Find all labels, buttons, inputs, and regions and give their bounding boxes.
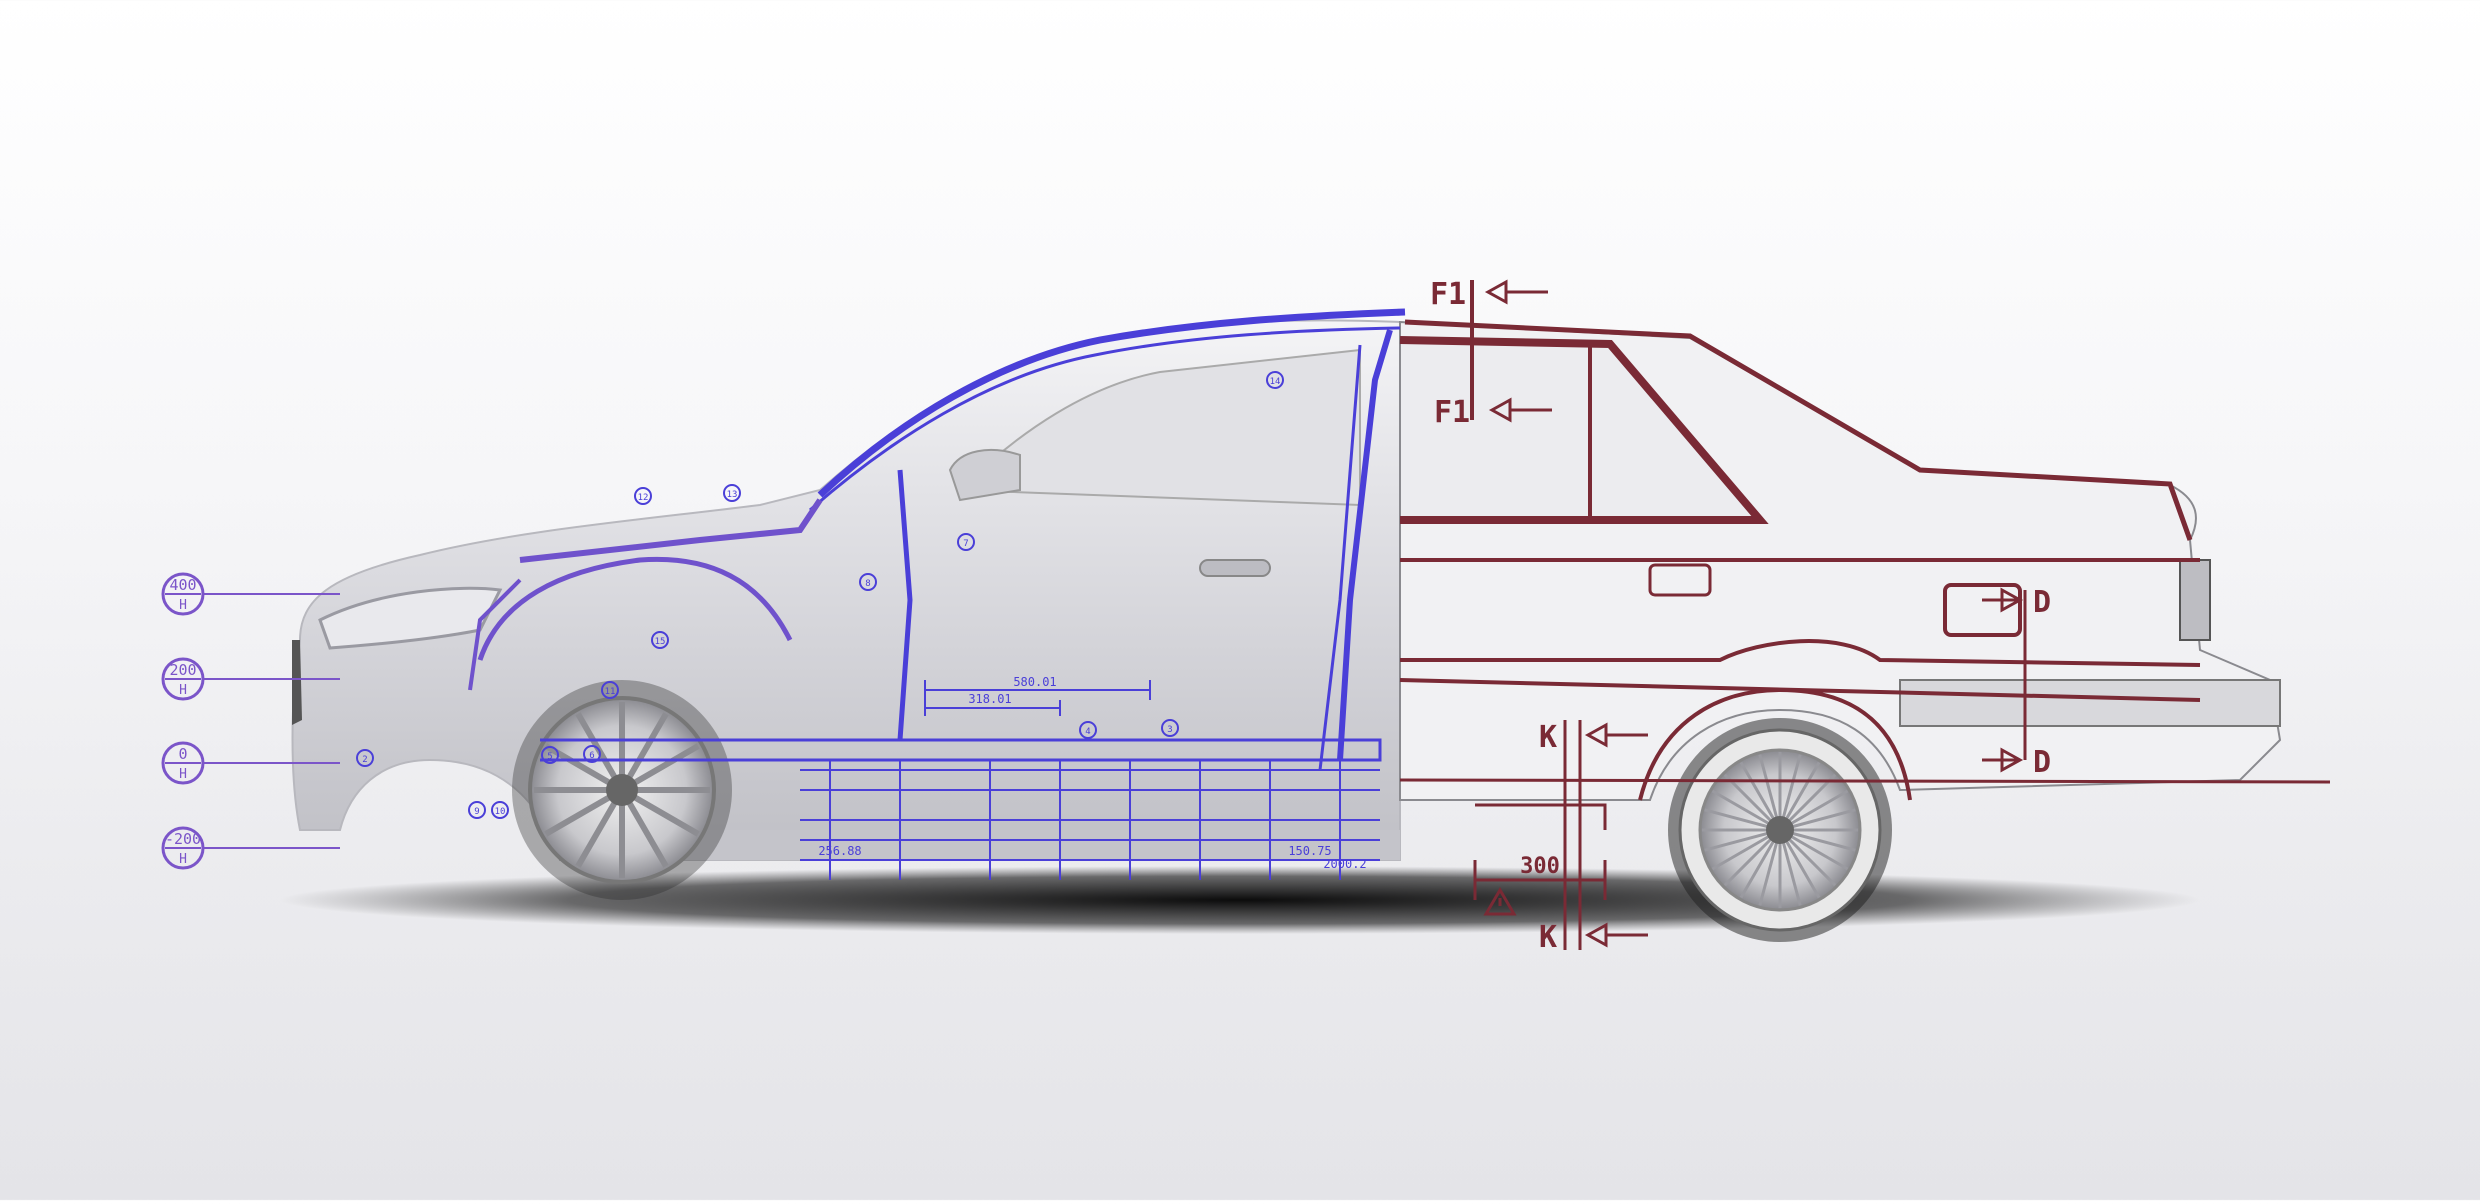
dimension-label: 580.01 xyxy=(1013,675,1056,689)
front-callouts: 14 12 13 7 8 15 11 4 3 2 6 5 9 10 xyxy=(356,371,1284,819)
callout-marker: 4 xyxy=(1079,721,1097,739)
section-marker-label: K xyxy=(1539,720,1557,755)
height-mark-value: -200 xyxy=(165,830,201,848)
rear-line-drawing xyxy=(1399,280,2331,950)
section-marker-label: K xyxy=(1539,920,1557,955)
callout-number: 4 xyxy=(1085,727,1090,737)
rear-wheel xyxy=(1668,718,1892,942)
callout-number: 7 xyxy=(963,539,968,549)
callout-number: 6 xyxy=(589,751,594,761)
callout-number: 10 xyxy=(495,807,506,817)
callout-number: 11 xyxy=(605,687,616,697)
callout-number: 15 xyxy=(655,637,666,647)
section-marker: K xyxy=(1539,720,1648,755)
height-mark-unit: H xyxy=(179,852,187,867)
height-mark-unit: H xyxy=(179,598,187,613)
dimension-label: 256.88 xyxy=(818,844,861,858)
callout-marker: 6 xyxy=(583,745,601,763)
dimension-label: 318.01 xyxy=(968,692,1011,706)
section-marker: F1 xyxy=(1430,277,1548,312)
front-structure-blueprint xyxy=(468,308,1406,880)
callout-marker: 12 xyxy=(634,487,652,505)
section-marker-label: D xyxy=(2033,745,2051,780)
modern-car-body xyxy=(291,319,1401,861)
callout-marker: 10 xyxy=(491,801,509,819)
height-mark-value: 400 xyxy=(169,576,196,594)
callout-marker: 3 xyxy=(1161,719,1179,737)
callout-marker: 2 xyxy=(356,749,374,767)
callout-marker: 5 xyxy=(541,746,559,764)
section-marker: K xyxy=(1539,920,1648,955)
section-marker-label: F1 xyxy=(1434,395,1470,430)
height-mark: 0H xyxy=(161,741,340,785)
dimension-label: 2000.2 xyxy=(1323,857,1366,871)
rear-dimension-label: 300 xyxy=(1520,854,1560,879)
height-mark-value: 200 xyxy=(169,661,196,679)
section-marker-label: D xyxy=(2033,585,2051,620)
callout-marker: 9 xyxy=(468,801,486,819)
warning-triangle-icon xyxy=(1483,887,1517,916)
callout-number: 2 xyxy=(362,755,367,765)
callout-number: 13 xyxy=(727,490,738,500)
height-mark-unit: H xyxy=(179,683,187,698)
callout-number: 12 xyxy=(638,493,649,503)
callout-marker: 13 xyxy=(723,484,741,502)
callout-number: 9 xyxy=(474,807,479,817)
callout-number: 5 xyxy=(547,752,552,762)
section-marker: D xyxy=(1982,745,2051,780)
dimension-label: 150.75 xyxy=(1288,844,1331,858)
callout-marker: 15 xyxy=(651,631,669,649)
callout-number: 14 xyxy=(1270,377,1281,387)
height-mark-value: 0 xyxy=(178,745,187,763)
callout-marker: 14 xyxy=(1266,371,1284,389)
callout-number: 3 xyxy=(1167,725,1172,735)
callout-marker: 11 xyxy=(601,681,619,699)
section-marker: F1 xyxy=(1434,395,1552,430)
callout-marker: 7 xyxy=(957,533,975,551)
callout-marker: 8 xyxy=(859,573,877,591)
section-marker: D xyxy=(1982,585,2051,620)
front-wheel xyxy=(512,680,732,900)
height-mark-unit: H xyxy=(179,767,187,782)
callout-number: 8 xyxy=(865,579,870,589)
section-marker-label: F1 xyxy=(1430,277,1466,312)
